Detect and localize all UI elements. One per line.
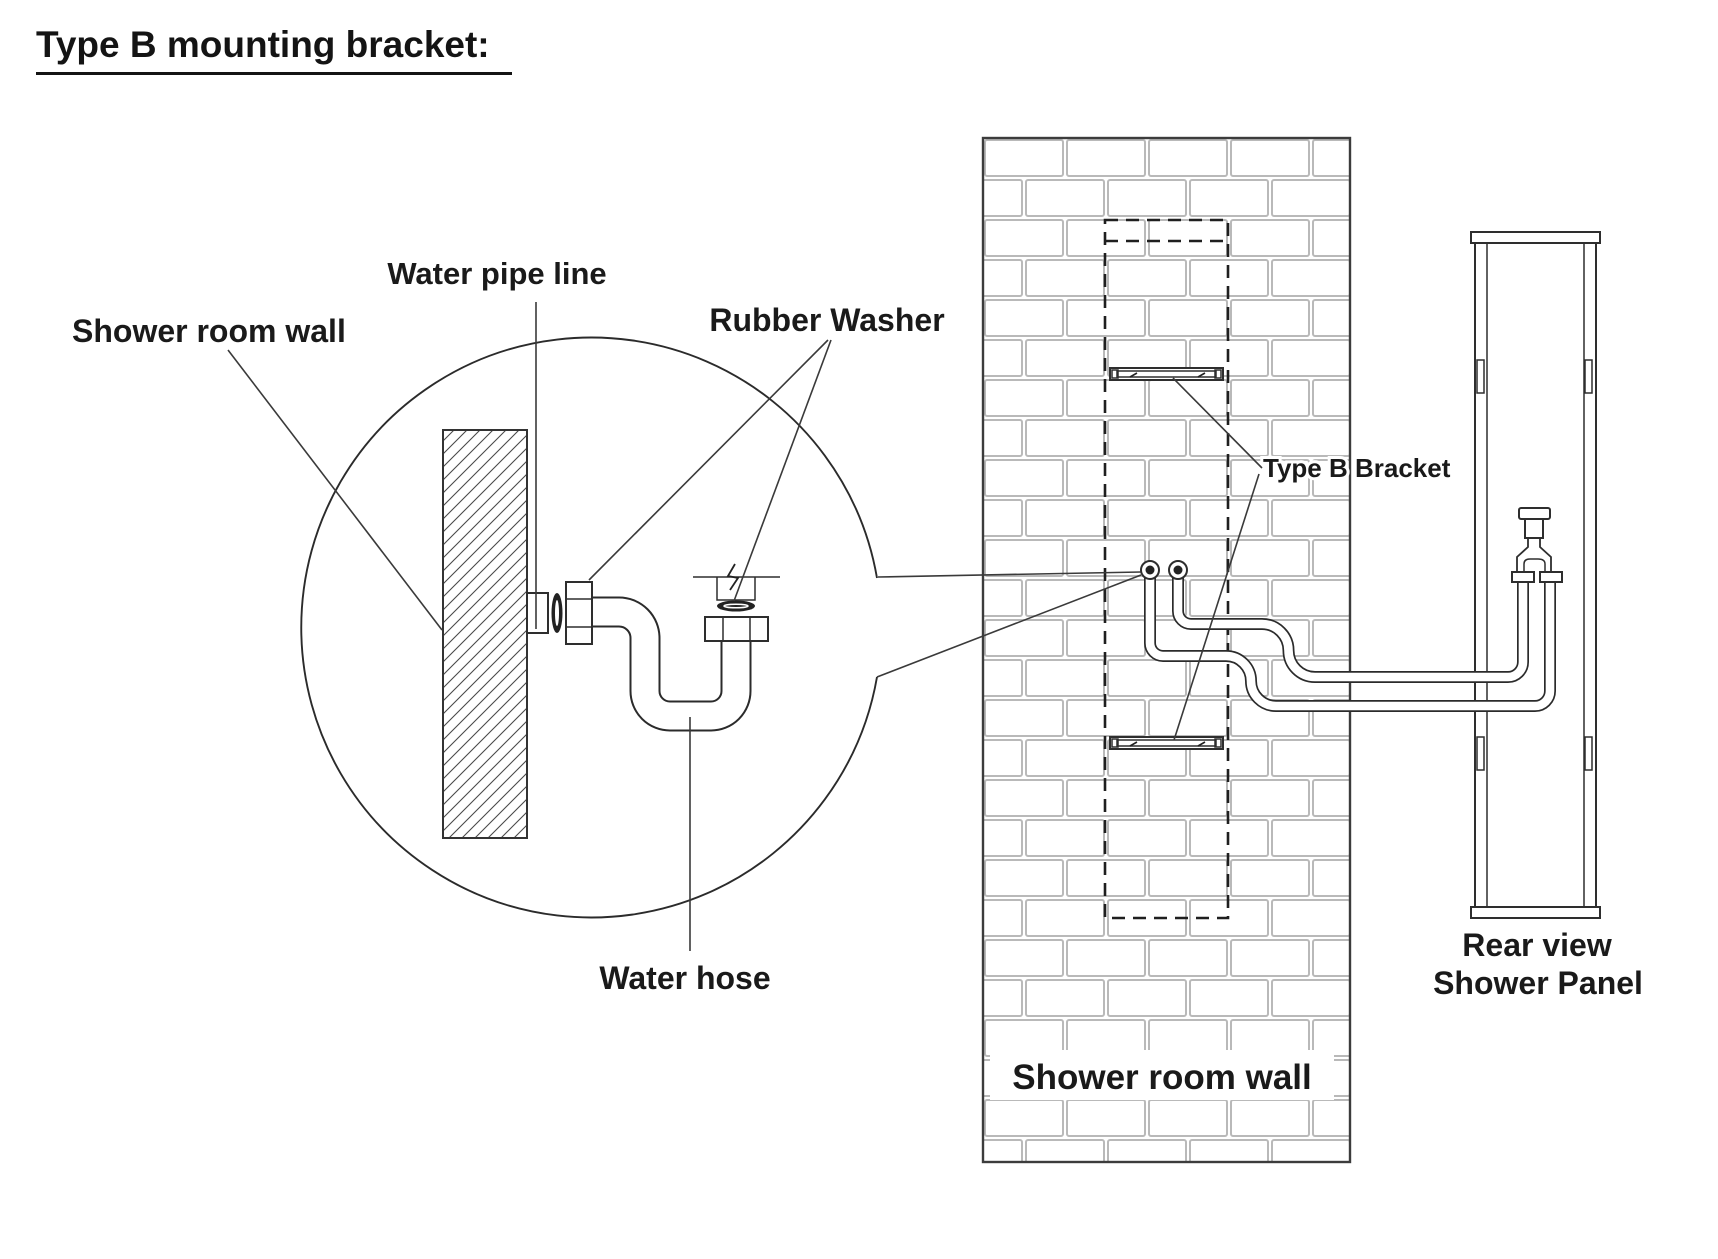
supply-pipe-lower-fill [1145, 574, 1555, 711]
callout-line-bottom [876, 574, 1142, 678]
water-hose-trap [592, 596, 752, 732]
bracket-lower-endcap-left [1111, 738, 1119, 748]
leader-rubber-washer-2 [733, 339, 832, 602]
bracket-upper-endcap-right [1214, 369, 1222, 379]
bracket-lower-inner [1116, 739, 1217, 747]
page-title: Type B mounting bracket: [36, 24, 512, 75]
valve-flange-left [1511, 571, 1535, 583]
rubber-washer-side [551, 593, 563, 633]
panel-pipe-socket [693, 563, 780, 601]
water-hose-fill [592, 598, 750, 730]
leader-bracket-upper [1172, 377, 1263, 469]
pipe-outlet-left-plug [1145, 565, 1155, 575]
bracket-upper-ticks [1129, 372, 1206, 378]
label-rear-view: Rear view [1462, 927, 1612, 963]
label-shower-room-wall-detail: Shower room wall [72, 313, 346, 349]
water-pipe-stub [526, 592, 549, 634]
pipe-outlet-right-plug [1173, 565, 1183, 575]
bracket-upper-inner [1116, 370, 1217, 378]
label-water-hose: Water hose [599, 960, 770, 996]
label-shower-panel: Shower Panel [1433, 965, 1643, 1001]
bracket-upper-endcap-left [1111, 369, 1119, 379]
bracket-lower [1109, 736, 1224, 750]
valve-inner-arch [1523, 558, 1546, 573]
pipe-outlet-right [1168, 560, 1188, 580]
leader-bracket-lower [1173, 473, 1260, 741]
valve-stem [1524, 517, 1544, 539]
supply-pipe-lower [1144, 574, 1556, 712]
hose-nut-panel-body [704, 616, 769, 642]
valve-handle [1518, 507, 1551, 520]
panel-body [1474, 231, 1597, 919]
panel-valve [1511, 507, 1563, 583]
panel-slot-upper-left [1476, 359, 1485, 394]
bracket-upper [1109, 367, 1224, 381]
pipe-outlet-left [1140, 560, 1160, 580]
panel-slot-lower-left [1476, 736, 1485, 771]
hose-nut-wall-body [565, 581, 593, 645]
panel-slot-upper-right [1584, 359, 1593, 394]
shower-panel-rear [1470, 231, 1601, 919]
socket-cup [716, 577, 756, 601]
panel-top-cap [1470, 231, 1601, 244]
rubber-washer-top [717, 600, 755, 612]
wall-section-hatch [442, 429, 528, 839]
supply-pipe-upper [1172, 574, 1529, 683]
label-rubber-washer: Rubber Washer [709, 302, 944, 338]
hose-nut-panel [704, 616, 769, 642]
detail-circle [300, 336, 878, 919]
washer-top-inner [723, 603, 749, 609]
label-shower-room-wall-brick: Shower room wall [1012, 1058, 1312, 1097]
bracket-upper-body [1109, 367, 1224, 381]
valve-flange-right [1539, 571, 1563, 583]
pipe-break-symbol [726, 563, 740, 591]
washer-side-inner [555, 600, 559, 626]
hose-nut-wall [565, 581, 593, 645]
supply-pipe-upper-fill [1173, 574, 1528, 682]
bracket-lower-endcap-right [1214, 738, 1222, 748]
detail-circle-callout [300, 336, 1142, 919]
label-type-b-bracket: Type B Bracket [1263, 453, 1451, 483]
callout-line-top [877, 571, 1142, 578]
wall-cross-section [442, 429, 528, 839]
brick-wall-border [981, 136, 1352, 1164]
panel-bottom-cap [1470, 906, 1601, 919]
bracket-lower-ticks [1129, 741, 1206, 747]
label-water-pipe-line: Water pipe line [387, 256, 606, 291]
valve-body-outline [1516, 537, 1552, 573]
leader-shower-room-wall [227, 349, 443, 631]
leader-rubber-washer-1 [588, 339, 829, 581]
panel-slot-lower-right [1584, 736, 1593, 771]
washer-top-outer [717, 600, 755, 612]
label-band-shower-room-wall [990, 1050, 1334, 1100]
bracket-lower-body [1109, 736, 1224, 750]
